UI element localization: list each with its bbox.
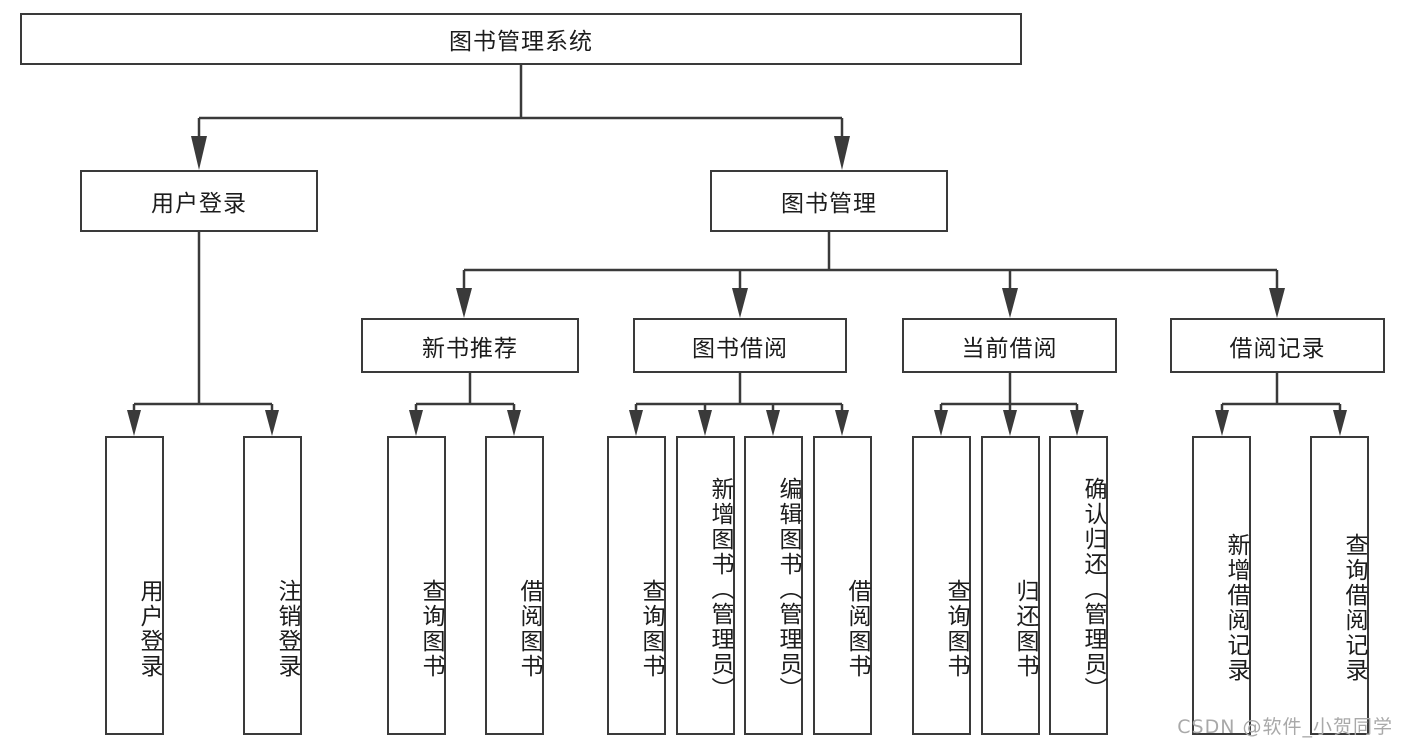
node-label: 图书管理 <box>781 191 877 217</box>
node-label: 新增借阅记录 <box>1223 532 1249 683</box>
leaf-current-borrow-return[interactable]: 归还图书 <box>981 436 1040 735</box>
node-label: 借阅图书 <box>844 578 870 679</box>
node-label: 查询图书 <box>638 578 664 679</box>
leaf-book-borrow-borrow[interactable]: 借阅图书 <box>813 436 872 735</box>
leaf-borrow-record-query[interactable]: 查询借阅记录 <box>1310 436 1369 735</box>
node-label: 查询借阅记录 <box>1341 532 1367 683</box>
node-label: 归还图书 <box>1012 578 1038 679</box>
leaf-book-borrow-edit[interactable]: 编辑图书（管理员） <box>744 436 803 735</box>
leaf-book-borrow-add[interactable]: 新增图书（管理员） <box>676 436 735 735</box>
node-label: 查询图书 <box>418 578 444 679</box>
node-label: 图书管理系统 <box>449 29 593 55</box>
node-label: 用户登录 <box>151 191 247 217</box>
node-label: 新书推荐 <box>422 335 518 362</box>
leaf-new-book-borrow[interactable]: 借阅图书 <box>485 436 544 735</box>
node-label: 确认归还（管理员） <box>1080 477 1106 702</box>
node-book-management[interactable]: 图书管理 <box>710 170 948 232</box>
leaf-new-book-query[interactable]: 查询图书 <box>387 436 446 735</box>
leaf-user-login-signin[interactable]: 用户登录 <box>105 436 164 735</box>
node-label: 当前借阅 <box>961 335 1058 362</box>
leaf-current-borrow-confirm-return[interactable]: 确认归还（管理员） <box>1049 436 1108 735</box>
node-current-borrow[interactable]: 当前借阅 <box>902 318 1117 373</box>
csdn-watermark: CSDN @软件_小贺同学 <box>1177 716 1393 738</box>
node-label: 用户登录 <box>136 578 162 679</box>
node-label: 查询图书 <box>943 578 969 679</box>
leaf-current-borrow-query[interactable]: 查询图书 <box>912 436 971 735</box>
node-borrow-record[interactable]: 借阅记录 <box>1170 318 1385 373</box>
node-label: 注销登录 <box>274 578 300 679</box>
node-book-borrow[interactable]: 图书借阅 <box>633 318 847 373</box>
leaf-user-login-signout[interactable]: 注销登录 <box>243 436 302 735</box>
node-label: 新增图书（管理员） <box>707 477 733 702</box>
node-root-system[interactable]: 图书管理系统 <box>20 13 1022 65</box>
leaf-borrow-record-add[interactable]: 新增借阅记录 <box>1192 436 1251 735</box>
leaf-book-borrow-query[interactable]: 查询图书 <box>607 436 666 735</box>
node-new-book-recommend[interactable]: 新书推荐 <box>361 318 579 373</box>
node-label: 借阅图书 <box>516 578 542 679</box>
node-label: 编辑图书（管理员） <box>775 477 801 702</box>
node-label: 图书借阅 <box>692 335 788 362</box>
node-user-login[interactable]: 用户登录 <box>80 170 318 232</box>
node-label: 借阅记录 <box>1229 335 1326 362</box>
